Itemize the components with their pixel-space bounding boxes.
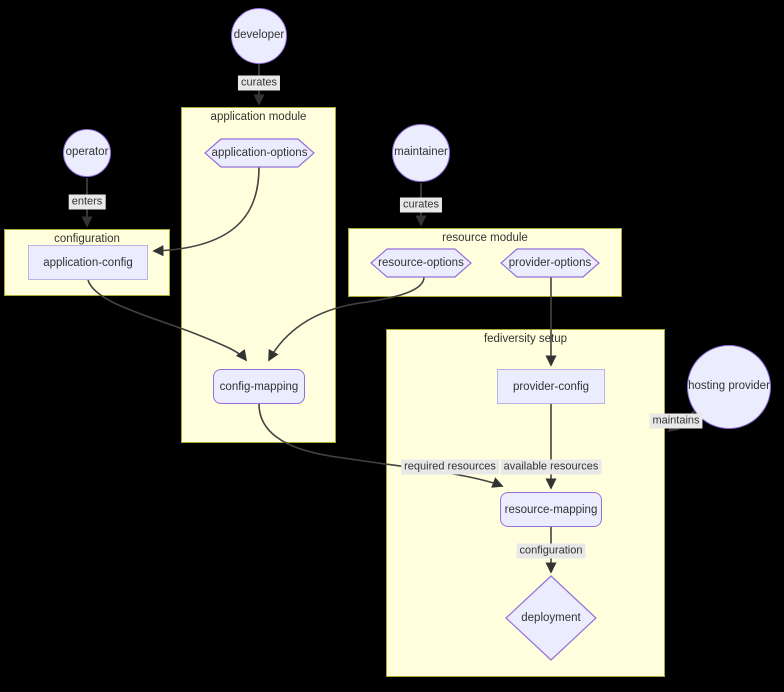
operator-actor: operator: [63, 129, 111, 177]
resource-mapping-label: resource-mapping: [504, 503, 598, 516]
edge-label-maintains: maintains: [649, 413, 703, 429]
edge-application-config-config-mapping: [87, 279, 248, 362]
deployment-diamond: [505, 575, 597, 661]
provider-config-node: provider-config: [497, 369, 605, 404]
container-title-resource-module: resource module: [442, 232, 528, 244]
edge-label-required-resources: required resources: [401, 459, 499, 475]
container-title-configuration: configuration: [54, 233, 120, 245]
config-mapping-node: config-mapping: [213, 369, 305, 404]
application-config-label: application-config: [43, 256, 133, 269]
edge-resource-options-config-mapping: [268, 276, 425, 362]
config-mapping-label: config-mapping: [219, 380, 299, 393]
developer-label: developer: [233, 29, 285, 42]
edge-label-available-resources: available resources: [500, 459, 602, 475]
maintainer-label: maintainer: [394, 146, 448, 159]
resource-options-hexagon: [370, 248, 472, 278]
container-title-application-module: application module: [210, 111, 307, 123]
resource-mapping-node: resource-mapping: [500, 492, 602, 527]
provider-options-hexagon: [500, 248, 600, 278]
edge-label-enters: enters: [68, 194, 106, 210]
maintainer-actor: maintainer: [392, 124, 450, 182]
application-options-hexagon: [204, 138, 315, 168]
edge-config-mapping-resource-mapping: [258, 403, 504, 488]
developer-actor: developer: [231, 8, 287, 64]
edge-label-curates-developer: curates: [237, 75, 281, 91]
container-title-fediversity-setup: fediversity setup: [483, 333, 568, 345]
provider-config-label: provider-config: [512, 380, 590, 393]
edge-label-curates-maintainer: curates: [399, 197, 443, 213]
edge-label-configuration: configuration: [516, 543, 586, 559]
edge-application-options-application-config: [152, 166, 260, 257]
operator-label: operator: [65, 146, 109, 159]
application-config-node: application-config: [28, 245, 148, 280]
hosting-provider-label: hosting provider: [688, 380, 770, 393]
